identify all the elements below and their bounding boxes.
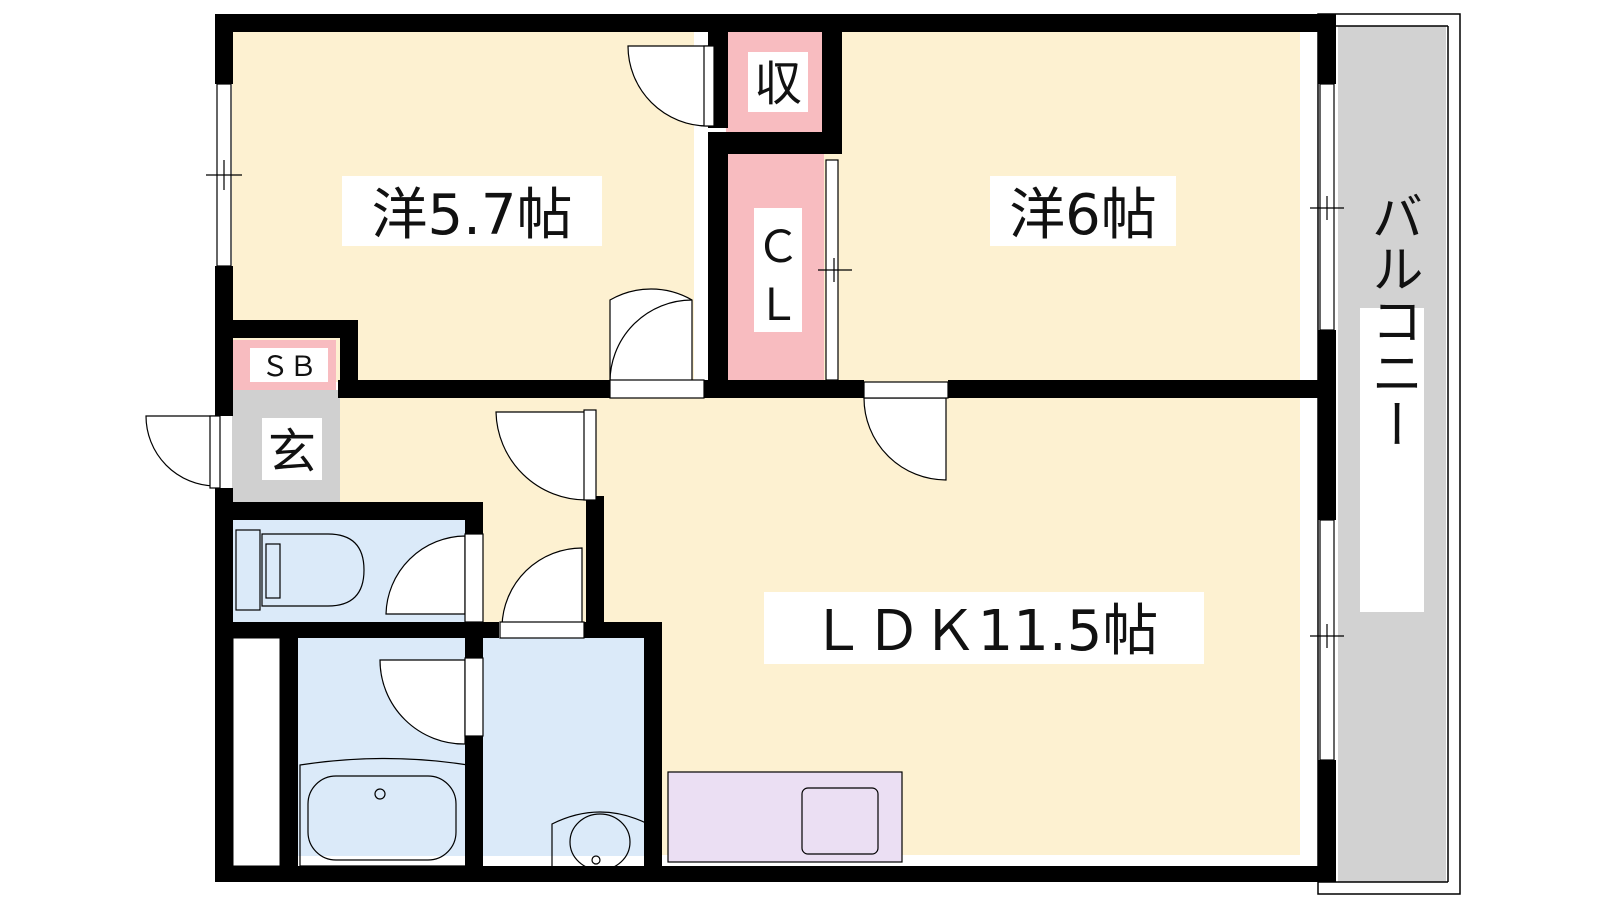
wall-closet-left-lower bbox=[708, 134, 728, 396]
wall-sb-top bbox=[215, 320, 357, 338]
left-storage-column bbox=[232, 637, 281, 867]
label-bg-room1 bbox=[342, 176, 602, 246]
wall-toilet-top bbox=[215, 502, 483, 520]
wall-sb-right bbox=[340, 320, 358, 398]
wall-right-bottom bbox=[1318, 760, 1336, 882]
room-label-closet-c: Ｃ bbox=[756, 222, 800, 273]
wall-closet-right bbox=[822, 14, 842, 138]
door-bath bbox=[379, 659, 466, 745]
bathtub-basin bbox=[307, 775, 457, 861]
wash-basin-drain bbox=[591, 855, 601, 865]
wall-right-mid bbox=[1318, 330, 1336, 520]
door-room2 bbox=[863, 397, 947, 481]
door-entrance bbox=[145, 415, 216, 487]
wall-right-top bbox=[1318, 14, 1336, 84]
door-ldk bbox=[495, 411, 587, 501]
label-bg-balcony bbox=[1360, 308, 1424, 612]
room-label-western-6: 洋6帖 bbox=[1009, 183, 1157, 248]
wall-ldk-left bbox=[586, 496, 604, 636]
kitchen-counter bbox=[667, 771, 903, 863]
toilet-bowl bbox=[261, 533, 365, 607]
doors bbox=[145, 45, 949, 745]
wall-toilet-bottom bbox=[215, 622, 499, 638]
wall-room1-bottom-right bbox=[704, 380, 864, 398]
door-room1-frame bbox=[609, 379, 705, 399]
label-bg-closet bbox=[754, 208, 802, 332]
window-ticks bbox=[206, 160, 1344, 648]
wall-bath-left bbox=[280, 638, 298, 882]
wall-ldk-left-lower bbox=[644, 622, 662, 882]
wash-basin-outline bbox=[551, 811, 649, 875]
door-room2-frame bbox=[863, 381, 949, 399]
door-room1 bbox=[609, 288, 693, 380]
wall-ldk-top bbox=[948, 380, 1336, 398]
wall-left-lower bbox=[215, 488, 233, 882]
room-label-shoe-box: ＳＢ bbox=[261, 350, 317, 383]
room-label-closet-l: Ｌ bbox=[756, 280, 800, 331]
toilet-seat-hinge bbox=[265, 543, 281, 599]
room-label-western-5-7: 洋5.7帖 bbox=[371, 183, 572, 248]
room-label-balcony: バルコニー bbox=[1362, 190, 1422, 450]
kitchen-sink bbox=[801, 787, 879, 855]
wall-bath-right-top bbox=[465, 638, 483, 658]
room-label-storage: 収 bbox=[754, 56, 802, 112]
room-label-ldk: ＬＤＫ11.5帖 bbox=[810, 599, 1159, 664]
label-bg-ldk bbox=[764, 592, 1204, 664]
walls bbox=[215, 14, 1336, 882]
label-bg-sb bbox=[250, 348, 328, 382]
bathtub-drain bbox=[374, 788, 386, 800]
wall-top bbox=[215, 14, 1333, 32]
wall-room1-bottom bbox=[338, 380, 610, 398]
washroom-fill bbox=[480, 638, 650, 856]
wall-bath-right bbox=[465, 734, 483, 882]
wall-storage-bottom bbox=[708, 132, 842, 154]
door-storage bbox=[627, 45, 709, 127]
label-bg-room2 bbox=[990, 176, 1176, 246]
wall-left-mid bbox=[215, 266, 233, 416]
wall-bottom bbox=[215, 866, 1333, 882]
label-bg-storage bbox=[748, 52, 808, 112]
label-bg-entrance bbox=[262, 418, 322, 480]
wall-left-upper bbox=[215, 14, 233, 84]
toilet-tank bbox=[235, 529, 261, 611]
room-label-entrance: 玄 bbox=[268, 424, 316, 480]
wall-toilet-right bbox=[465, 502, 483, 536]
door-toilet bbox=[385, 535, 466, 615]
wall-washroom-top bbox=[582, 622, 662, 638]
